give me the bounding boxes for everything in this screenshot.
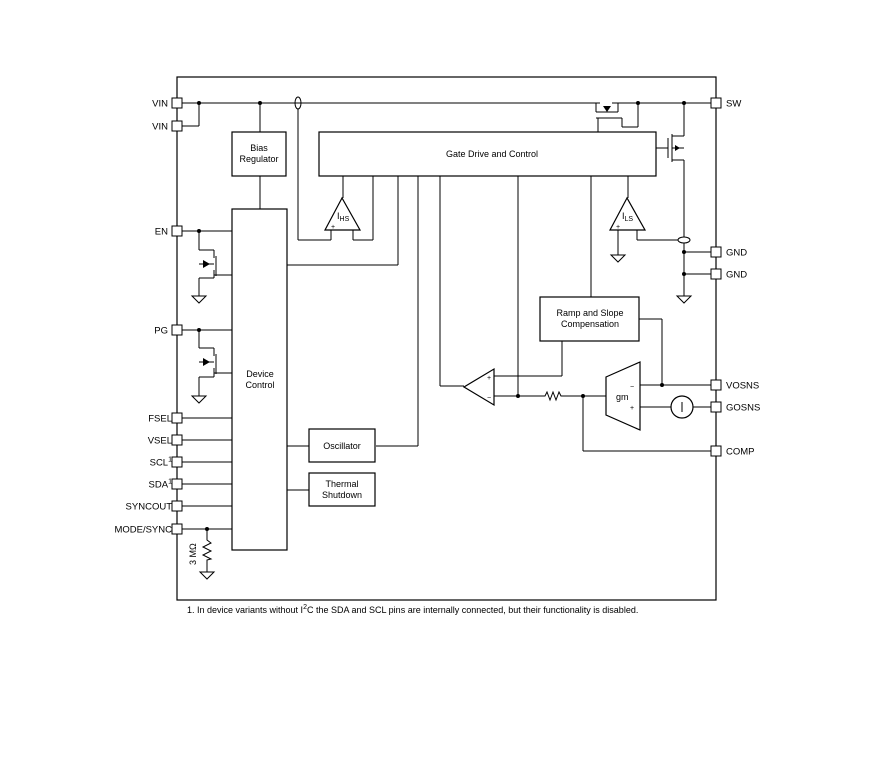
ramp-slope-label-2: Compensation (561, 319, 619, 329)
device-control-label-2: Control (245, 380, 274, 390)
en-mosfet (199, 249, 217, 279)
comparator-plus: + (487, 375, 491, 382)
left-pins (171, 97, 183, 535)
pin-label-fsel: FSEL (148, 414, 172, 425)
ihs-label: IHS (337, 211, 350, 223)
device-control-label-1: Device (246, 369, 274, 379)
pin-label-gnd-1: GND (726, 248, 747, 259)
series-resistor (542, 390, 562, 402)
package-outline (176, 76, 717, 601)
pin-label-syncout: SYNCOUT (126, 502, 173, 513)
oscillator-label: Oscillator (323, 441, 361, 451)
ils-amplifier (609, 196, 647, 231)
thermal-shutdown-label-2: Shutdown (322, 490, 362, 500)
comparator-minus: − (487, 395, 491, 402)
gm-minus: − (630, 384, 634, 391)
gm-plus: + (630, 405, 634, 412)
gate-drive-label: Gate Drive and Control (446, 149, 538, 159)
wires (182, 96, 711, 572)
pin-label-sw: SW (726, 99, 741, 110)
pulldown-resistor (201, 537, 213, 563)
pwm-comparator (462, 367, 495, 407)
pin-label-comp: COMP (726, 447, 755, 458)
pin-label-vin-1: VIN (152, 99, 168, 110)
ramp-slope-block (539, 296, 640, 342)
pin-label-sda: SDA1 (149, 479, 173, 491)
gm-amplifier (605, 361, 641, 431)
junctions (197, 101, 686, 531)
footnote: 1. In device variants without I2C the SD… (187, 604, 638, 615)
ihs-plus: + (331, 224, 335, 231)
ramp-slope-label-1: Ramp and Slope (556, 308, 623, 318)
bias-regulator-block (231, 131, 287, 177)
low-side-mosfet (665, 130, 685, 165)
pin-label-vosns: VOSNS (726, 381, 759, 392)
oscillator-block (308, 428, 376, 463)
thermal-shutdown-label-1: Thermal (325, 479, 358, 489)
bias-regulator-label-2: Regulator (239, 154, 278, 164)
pin-label-gosns: GOSNS (726, 403, 760, 414)
pin-label-gnd-2: GND (726, 270, 747, 281)
pg-mosfet (199, 347, 217, 378)
pin-label-en: EN (155, 227, 168, 238)
resistor-value-label: 3 MΩ (188, 543, 198, 565)
bias-regulator-label-1: Bias (250, 143, 268, 153)
right-pins (710, 97, 722, 457)
gate-drive-block (318, 131, 657, 177)
ils-label: ILS (622, 211, 633, 223)
pin-label-scl: SCL1 (150, 457, 172, 469)
ihs-amplifier (324, 196, 362, 231)
thermal-shutdown-block (308, 472, 376, 507)
pin-label-vin-2: VIN (152, 122, 168, 133)
ground-symbols (190, 254, 693, 580)
pin-label-pg: PG (154, 326, 168, 337)
pin-label-mode-sync: MODE/SYNC (114, 525, 172, 536)
high-side-mosfet (595, 103, 623, 132)
device-control-block (231, 208, 288, 551)
gm-label: gm (616, 392, 629, 402)
pin-label-vsel: VSEL (148, 436, 172, 447)
ils-plus: + (616, 224, 620, 231)
